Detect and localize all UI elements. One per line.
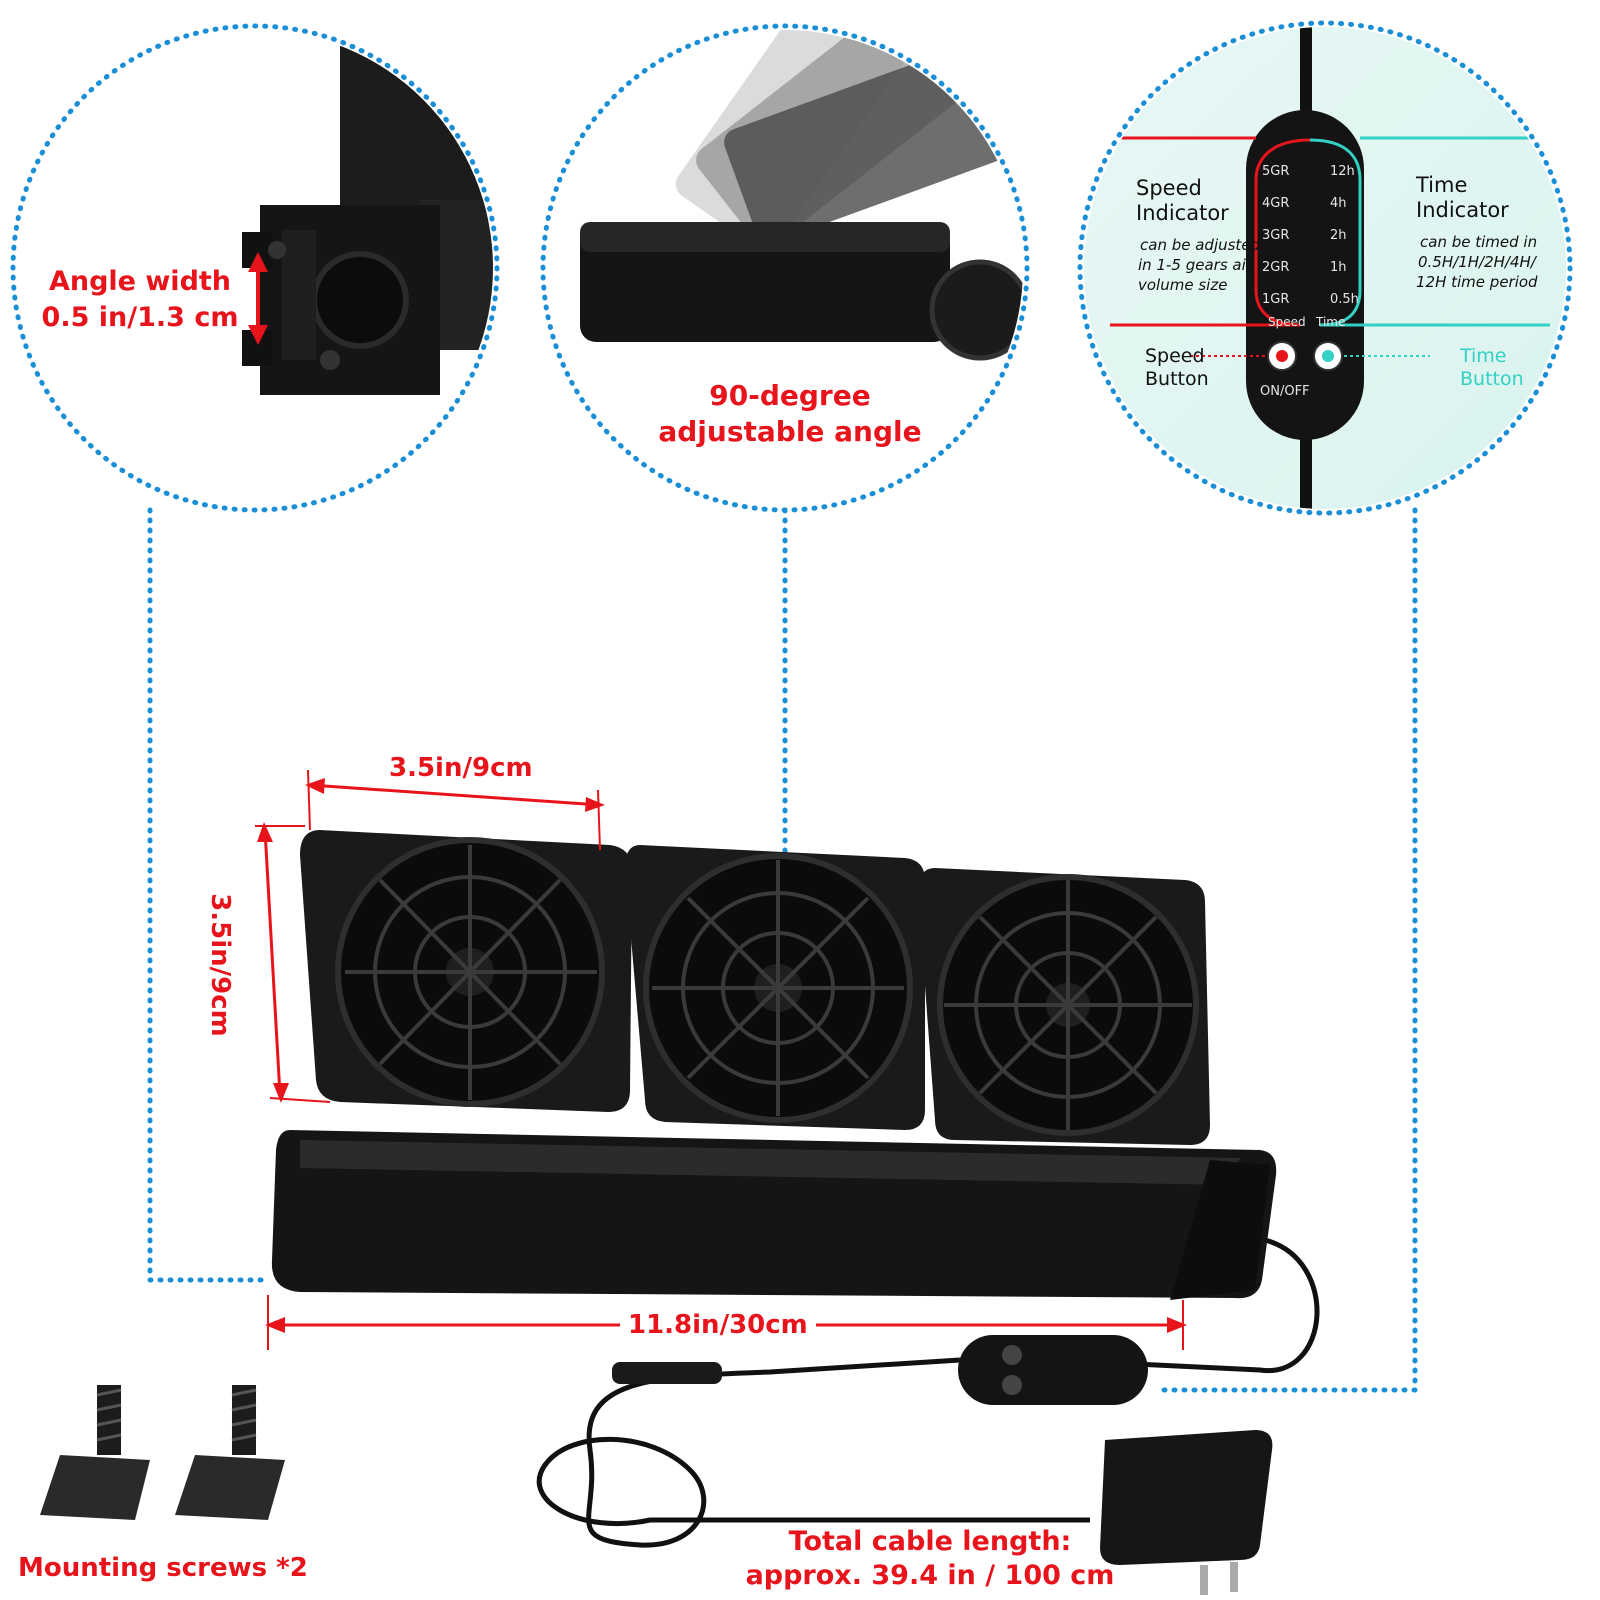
speed-indicator-title-2: Indicator bbox=[1136, 201, 1229, 225]
gear-4: 4GR bbox=[1262, 196, 1289, 211]
rotation-value: adjustable angle bbox=[658, 415, 922, 448]
cable-length-value: approx. 39.4 in / 100 cm bbox=[745, 1560, 1115, 1591]
gear-1: 1GR bbox=[1262, 292, 1289, 307]
time-button-label-2: Button bbox=[1460, 368, 1524, 390]
time-indicator-title-2: Indicator bbox=[1416, 198, 1509, 222]
time-small-label: Time bbox=[1315, 315, 1345, 329]
speed-desc-2: in 1-5 gears air bbox=[1138, 256, 1253, 274]
fan-height-label: 3.5in/9cm bbox=[205, 893, 235, 1037]
angle-width-label: Angle width 0.5 in/1.3 cm bbox=[20, 264, 260, 336]
speed-desc-1: can be adjusted bbox=[1140, 236, 1261, 254]
time-12h: 12h bbox=[1330, 164, 1355, 179]
onoff-label: ON/OFF bbox=[1260, 384, 1310, 399]
speed-button-label-2: Button bbox=[1145, 368, 1209, 390]
controller-closeup-image: 5GR 4GR 3GR 2GR 1GR 12h 4h 2h 1h 0.5h Sp… bbox=[1084, 27, 1566, 509]
power-adapter bbox=[1100, 1430, 1273, 1565]
angle-width-title: Angle width bbox=[48, 266, 232, 297]
speed-small-label: Speed bbox=[1268, 315, 1306, 329]
fan-middle bbox=[625, 845, 925, 1130]
cable-length-title: Total cable length: bbox=[788, 1526, 1072, 1557]
gear-2: 2GR bbox=[1262, 260, 1289, 275]
angle-connector-line bbox=[147, 507, 273, 1283]
gear-5: 5GR bbox=[1262, 164, 1289, 179]
inline-controller bbox=[958, 1335, 1148, 1405]
controller-connector-line bbox=[1157, 507, 1418, 1393]
angle-width-value: 0.5 in/1.3 cm bbox=[41, 302, 239, 333]
time-2h: 2h bbox=[1330, 228, 1347, 243]
hinge-closeup-image bbox=[242, 30, 493, 395]
mounting-screws-label: Mounting screws *2 bbox=[18, 1553, 308, 1583]
total-length-label: 11.8in/30cm bbox=[620, 1310, 816, 1340]
speed-desc-3: volume size bbox=[1138, 276, 1227, 294]
time-indicator-title-1: Time bbox=[1415, 173, 1467, 197]
rotation-label: 90-degree adjustable angle bbox=[640, 378, 940, 450]
time-button-label-1: Time bbox=[1459, 345, 1507, 367]
cable-length-label: Total cable length: approx. 39.4 in / 10… bbox=[740, 1525, 1120, 1593]
time-4h: 4h bbox=[1330, 196, 1347, 211]
angle-callout-circle bbox=[10, 23, 500, 513]
speed-indicator-title-1: Speed bbox=[1136, 176, 1202, 200]
fan-width-label: 3.5in/9cm bbox=[385, 753, 537, 783]
speed-button-label-1: Speed bbox=[1145, 345, 1205, 367]
time-1h: 1h bbox=[1330, 260, 1347, 275]
fan-right bbox=[918, 868, 1210, 1145]
gear-3: 3GR bbox=[1262, 228, 1289, 243]
mounting-screw-right bbox=[175, 1385, 285, 1520]
controller-callout-circle bbox=[1077, 20, 1573, 516]
rotation-closeup-image bbox=[580, 30, 1023, 361]
time-desc-1: can be timed in bbox=[1420, 233, 1537, 251]
mounting-screw-left bbox=[40, 1385, 150, 1520]
time-0-5h: 0.5h bbox=[1330, 292, 1359, 307]
time-desc-2: 0.5H/1H/2H/4H/ bbox=[1418, 253, 1538, 271]
time-desc-3: 12H time period bbox=[1416, 273, 1538, 291]
fan-left bbox=[300, 830, 632, 1112]
rotation-title: 90-degree bbox=[709, 379, 871, 412]
